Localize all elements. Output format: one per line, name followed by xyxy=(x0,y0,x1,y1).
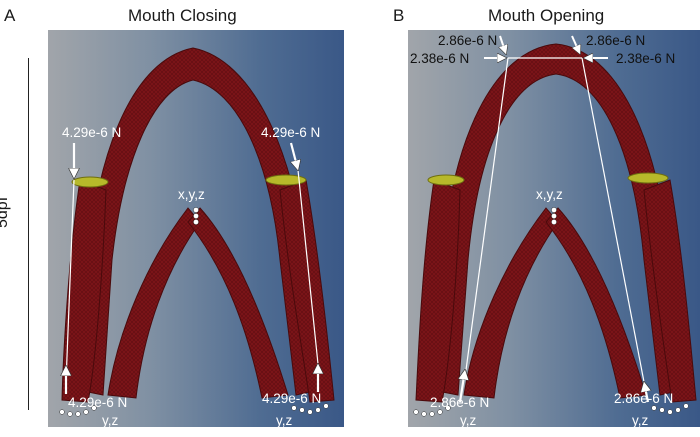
palatoquadrate-right xyxy=(279,179,335,403)
force-label-top-right: 4.29e-6 N xyxy=(261,125,321,140)
constraint-dots-left xyxy=(413,405,451,417)
constraint-label-left: y,z xyxy=(102,413,119,427)
panel-b-jaw-model xyxy=(413,35,697,417)
muscle-line-right xyxy=(581,57,645,383)
constraint-dots-center xyxy=(551,207,557,225)
constraint-label-right: y,z xyxy=(276,413,293,427)
scale-bar xyxy=(28,58,29,410)
ceratohyal-right xyxy=(545,207,647,399)
constraint-label-left: y,z xyxy=(460,413,477,427)
panel-a-title: Mouth Closing xyxy=(128,6,237,25)
force-label-top-left: 4.29e-6 N xyxy=(62,125,122,140)
force-label-bottom-left: 2.86e-6 N xyxy=(430,395,490,410)
constraint-label-center: x,y,z xyxy=(178,187,205,202)
constraint-dots-left xyxy=(59,405,97,417)
constraint-label-center: x,y,z xyxy=(536,187,563,202)
force-label-top-left-vertical: 2.86e-6 N xyxy=(438,33,498,48)
force-arrow-top-right xyxy=(289,142,298,170)
force-label-top-right-horizontal: 2.38e-6 N xyxy=(616,51,676,66)
jaw-joint-left xyxy=(71,176,109,188)
force-arrow-bottom-right xyxy=(644,382,648,403)
constraint-dots-center xyxy=(193,207,199,225)
constraint-dots-right xyxy=(651,403,689,415)
jaw-joint-right xyxy=(627,172,669,184)
ceratohyal-right xyxy=(187,207,289,399)
force-label-top-right-vertical: 2.86e-6 N xyxy=(586,33,646,48)
age-label: 5dpf xyxy=(0,196,11,228)
muscle-line-right xyxy=(297,169,319,365)
force-label-bottom-right: 4.29e-6 N xyxy=(262,391,322,406)
force-arrow-bottom-left xyxy=(460,370,465,403)
force-arrow-top-right-vertical xyxy=(571,35,580,54)
muscle-line-left xyxy=(65,179,75,383)
force-label-bottom-right: 2.86e-6 N xyxy=(614,391,674,406)
palatoquadrate-left xyxy=(415,179,461,403)
force-label-top-left-horizontal: 2.38e-6 N xyxy=(410,51,470,66)
jaw-joint-right xyxy=(265,174,307,186)
palatoquadrate-right xyxy=(643,179,697,403)
jaw-joint-left xyxy=(427,174,465,186)
panel-a-mouth-closing: 4.29e-6 N 4.29e-6 N 4.29e-6 N 4.29e-6 N … xyxy=(48,30,344,427)
panel-a-letter: A xyxy=(4,6,16,25)
panel-b-mouth-opening: 2.86e-6 N 2.86e-6 N 2.38e-6 N 2.38e-6 N … xyxy=(408,30,700,427)
ceratohyal-left xyxy=(463,207,559,399)
panel-b-letter: B xyxy=(393,6,405,25)
constraint-dots-right xyxy=(291,403,329,415)
constraint-label-right: y,z xyxy=(632,413,649,427)
force-label-bottom-left: 4.29e-6 N xyxy=(68,395,128,410)
force-arrow-top-left-vertical xyxy=(500,35,506,54)
panel-a-jaw-model xyxy=(59,47,335,417)
muscle-line-left xyxy=(465,57,509,371)
ceratohyal-left xyxy=(107,207,201,399)
panel-b-title: Mouth Opening xyxy=(488,6,605,25)
